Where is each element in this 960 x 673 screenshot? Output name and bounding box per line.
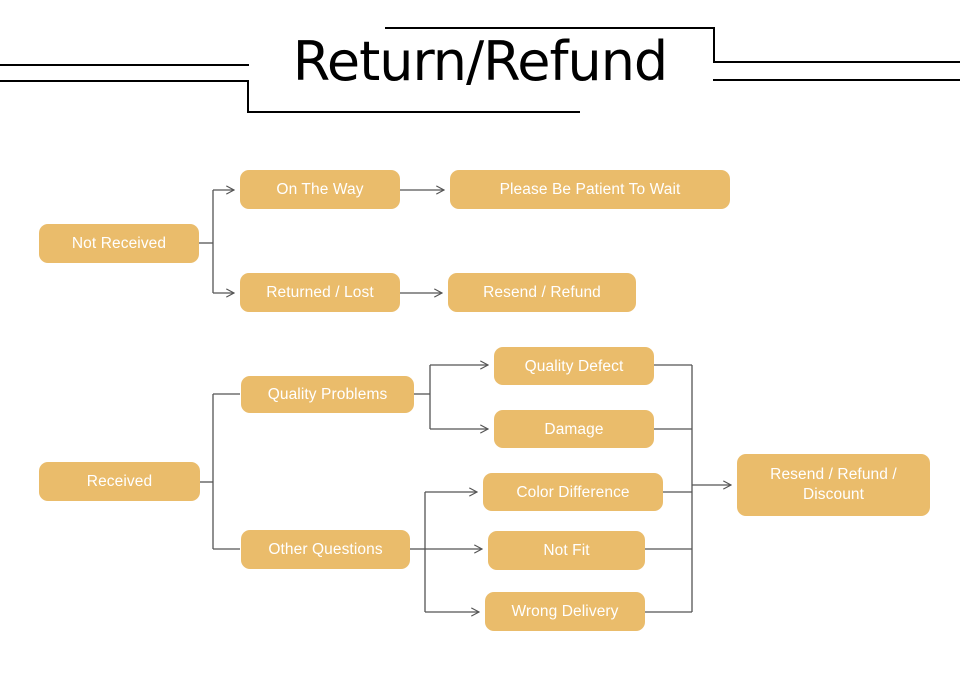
header-rule-right-drop xyxy=(713,27,715,62)
header-rule-left-upper xyxy=(0,64,249,66)
node-other-questions[interactable]: Other Questions xyxy=(241,530,410,569)
node-not-received[interactable]: Not Received xyxy=(39,224,199,263)
page-header: Return/Refund xyxy=(0,0,960,130)
node-on-the-way[interactable]: On The Way xyxy=(240,170,400,209)
header-rule-top xyxy=(385,27,715,29)
node-color-difference[interactable]: Color Difference xyxy=(483,473,663,511)
node-quality-problems[interactable]: Quality Problems xyxy=(241,376,414,413)
header-rule-left-lower xyxy=(0,80,249,82)
node-wrong-delivery[interactable]: Wrong Delivery xyxy=(485,592,645,631)
node-please-be-patient-to-wait[interactable]: Please Be Patient To Wait xyxy=(450,170,730,209)
header-rule-right-lower xyxy=(713,79,960,81)
node-damage[interactable]: Damage xyxy=(494,410,654,448)
node-quality-defect[interactable]: Quality Defect xyxy=(494,347,654,385)
node-resend-refund[interactable]: Resend / Refund xyxy=(448,273,636,312)
node-returned-lost[interactable]: Returned / Lost xyxy=(240,273,400,312)
header-rule-right-upper xyxy=(713,61,960,63)
node-received[interactable]: Received xyxy=(39,462,200,501)
outcome-line-1: Resend / Refund / xyxy=(770,466,897,483)
page-title: Return/Refund xyxy=(292,30,668,93)
header-rule-left-drop xyxy=(247,80,249,113)
header-rule-bottom xyxy=(247,111,580,113)
node-resend-refund-discount[interactable]: Resend / Refund / Discount xyxy=(737,454,930,516)
outcome-line-2: Discount xyxy=(802,486,865,503)
node-not-fit[interactable]: Not Fit xyxy=(488,531,645,570)
